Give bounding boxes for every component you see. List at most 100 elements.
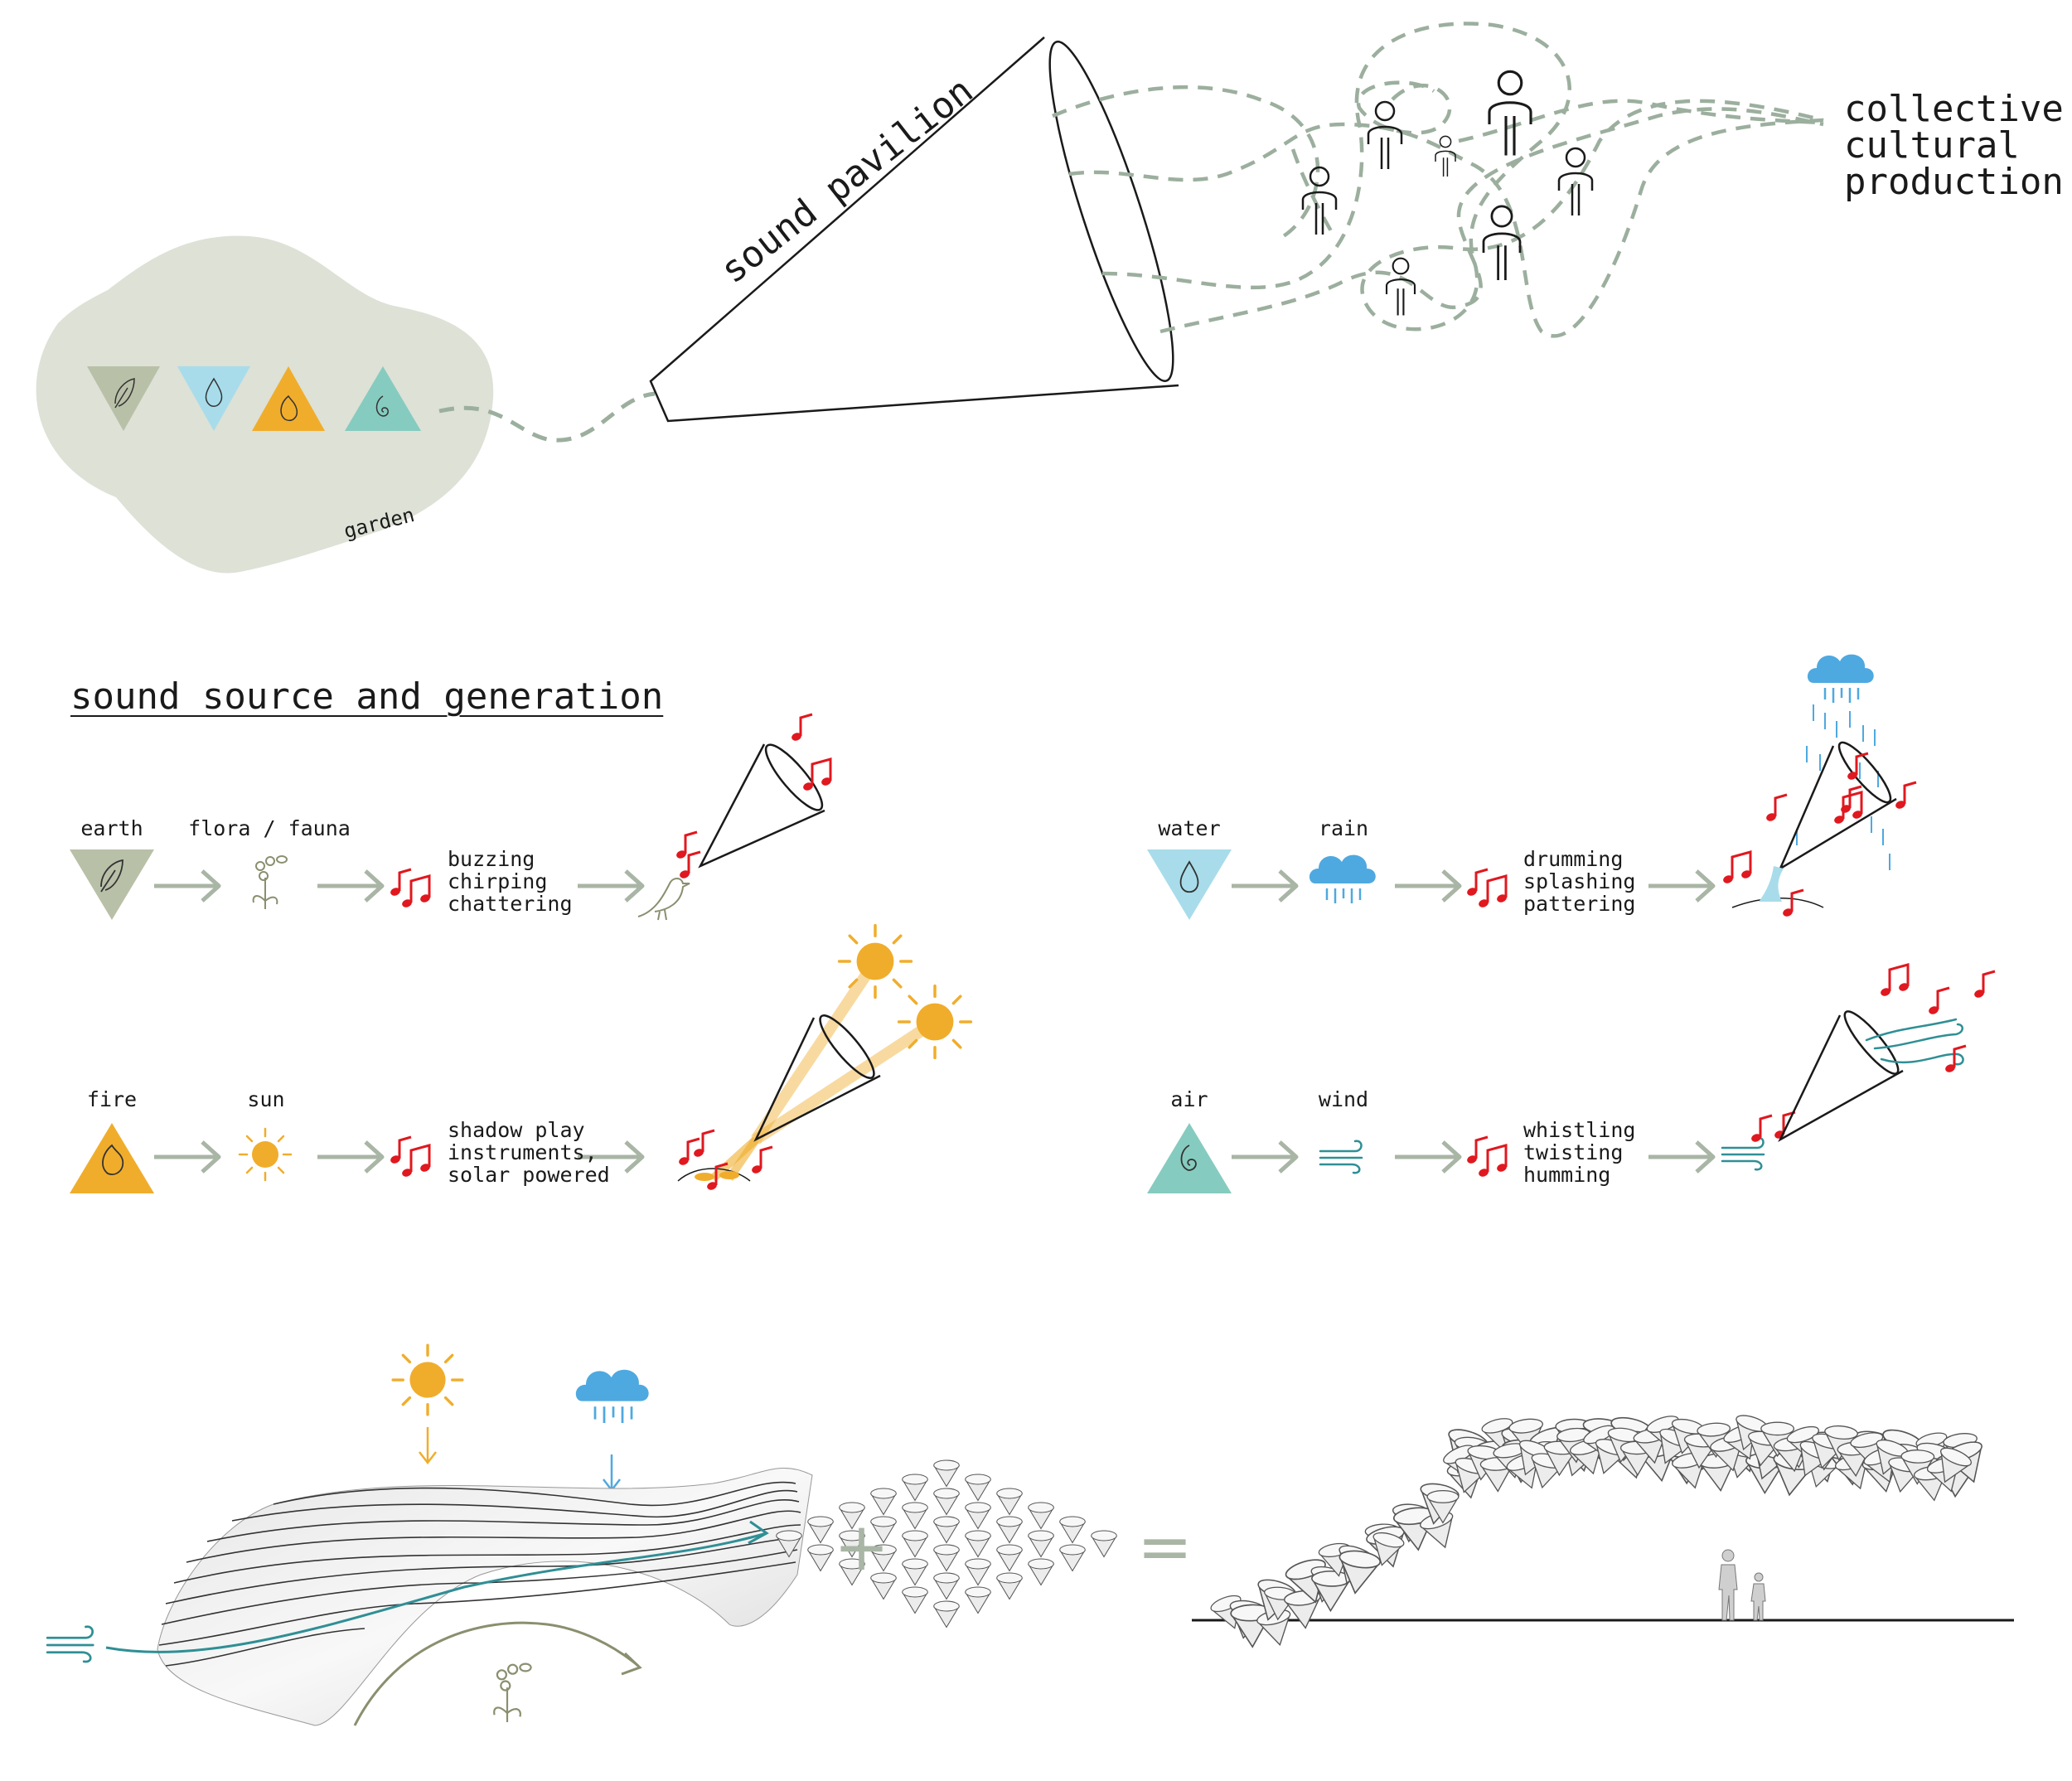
cone-unit	[1059, 1544, 1086, 1572]
person-silhouette	[1718, 1549, 1766, 1621]
wind-icon	[46, 1625, 94, 1663]
sound-word: twisting	[1523, 1140, 1624, 1164]
row-water-element: water	[1158, 816, 1221, 840]
pavilion-cone	[649, 36, 1179, 423]
cone-unit	[965, 1474, 991, 1502]
cone-unit	[996, 1516, 1023, 1544]
flow-paths	[1052, 22, 1824, 338]
cone-icon	[1778, 1010, 1904, 1143]
sound-word: splashing	[1523, 869, 1636, 893]
cone-unit	[902, 1586, 928, 1614]
row-earth-sounds: buzzing chirping chattering	[448, 848, 573, 915]
cone-unit	[1028, 1558, 1054, 1586]
garden-link-path	[438, 391, 656, 443]
cone-grid-module	[776, 1459, 1117, 1629]
collective-line: collective	[1844, 88, 2064, 130]
cone-unit	[933, 1516, 960, 1544]
cone-unit	[1028, 1530, 1054, 1558]
row-air-graphics	[1147, 963, 1997, 1193]
row-water-graphics	[1147, 653, 1918, 920]
water-icon	[1147, 849, 1232, 920]
cone-unit	[965, 1558, 991, 1586]
person-icon	[1301, 166, 1338, 236]
music-note-icon	[399, 874, 433, 910]
cone-icon	[753, 1014, 881, 1142]
row-earth-graphics	[70, 713, 834, 921]
cone-unit	[965, 1502, 991, 1530]
row-water-source: rain	[1318, 816, 1369, 840]
cone-unit	[933, 1544, 960, 1572]
landscape-lines	[158, 1481, 801, 1667]
rain-drops	[1796, 704, 1890, 870]
garden-fire-icon	[252, 366, 325, 431]
sound-word: solar powered	[448, 1163, 610, 1187]
collective-line: cultural	[1844, 124, 2020, 167]
sound-word: instruments,	[448, 1140, 598, 1164]
sun-icon	[391, 1343, 464, 1416]
music-note-icon	[388, 868, 413, 898]
garden-water-icon	[177, 366, 250, 431]
wind-icon	[1721, 1136, 1765, 1171]
row-fire-graphics	[70, 923, 973, 1193]
collective-label: collective cultural production	[1844, 91, 2064, 201]
row-fire-element: fire	[86, 1087, 138, 1111]
row-earth-element: earth	[80, 816, 143, 840]
fire-icon	[70, 1123, 154, 1193]
sound-word: whistling	[1523, 1118, 1636, 1142]
equals-symbol: =	[1137, 1508, 1193, 1585]
person-icon	[1367, 100, 1403, 171]
cone-unit	[902, 1558, 928, 1586]
sound-word: chirping	[448, 869, 548, 893]
plant-icon	[252, 855, 288, 910]
garden-earth-icon	[87, 366, 160, 431]
cone-unit	[1059, 1516, 1086, 1544]
air-icon	[1147, 1123, 1232, 1193]
cone-unit	[933, 1600, 960, 1629]
wind-streams	[1865, 1018, 1964, 1066]
garden-blob	[36, 235, 494, 574]
sound-word: shadow play	[448, 1118, 585, 1142]
row-air-element: air	[1170, 1087, 1208, 1111]
cone-unit	[965, 1530, 991, 1558]
landscape-surface	[157, 1467, 813, 1726]
cloud-rain-icon	[1806, 653, 1876, 704]
row-fire-source: sun	[247, 1087, 285, 1111]
sound-word: humming	[1523, 1163, 1611, 1187]
person-icon	[1385, 257, 1416, 317]
cone-unit	[996, 1488, 1023, 1516]
bird-icon	[637, 878, 690, 921]
cone-unit	[1091, 1530, 1117, 1558]
cone-unit	[807, 1544, 834, 1572]
cone-unit	[965, 1586, 991, 1614]
cloud-rain-icon	[574, 1368, 651, 1425]
person-icon	[1488, 70, 1532, 157]
cone-unit	[902, 1530, 928, 1558]
cone-unit	[902, 1502, 928, 1530]
row-air-sounds: whistling twisting humming	[1523, 1119, 1635, 1186]
collective-line: production	[1844, 161, 2064, 203]
sound-word: buzzing	[448, 847, 535, 871]
row-earth-source: flora / fauna	[188, 816, 351, 840]
sound-word: chattering	[448, 892, 573, 916]
sun-icon	[238, 1127, 293, 1182]
garden-air-icon	[345, 366, 421, 431]
cone-unit	[933, 1572, 960, 1600]
cone-icon	[1778, 741, 1897, 872]
cone-unit	[933, 1488, 960, 1516]
cone-unit	[807, 1516, 834, 1544]
earth-icon	[70, 849, 154, 920]
cone-unit	[996, 1544, 1023, 1572]
pavilion-canopy	[1208, 1411, 1993, 1649]
row-fire-sounds: shadow play instruments, solar powered	[448, 1119, 610, 1186]
row-air-source: wind	[1318, 1087, 1369, 1111]
plus-symbol: +	[834, 1508, 890, 1585]
cloud-rain-icon	[1308, 854, 1377, 905]
cone-unit	[933, 1459, 960, 1488]
cone-unit	[996, 1572, 1023, 1600]
person-icon	[1435, 135, 1456, 177]
wind-icon	[1319, 1140, 1363, 1174]
cone-unit	[1028, 1502, 1054, 1530]
sound-word: drumming	[1523, 847, 1624, 871]
row-water-sounds: drumming splashing pattering	[1523, 848, 1635, 915]
